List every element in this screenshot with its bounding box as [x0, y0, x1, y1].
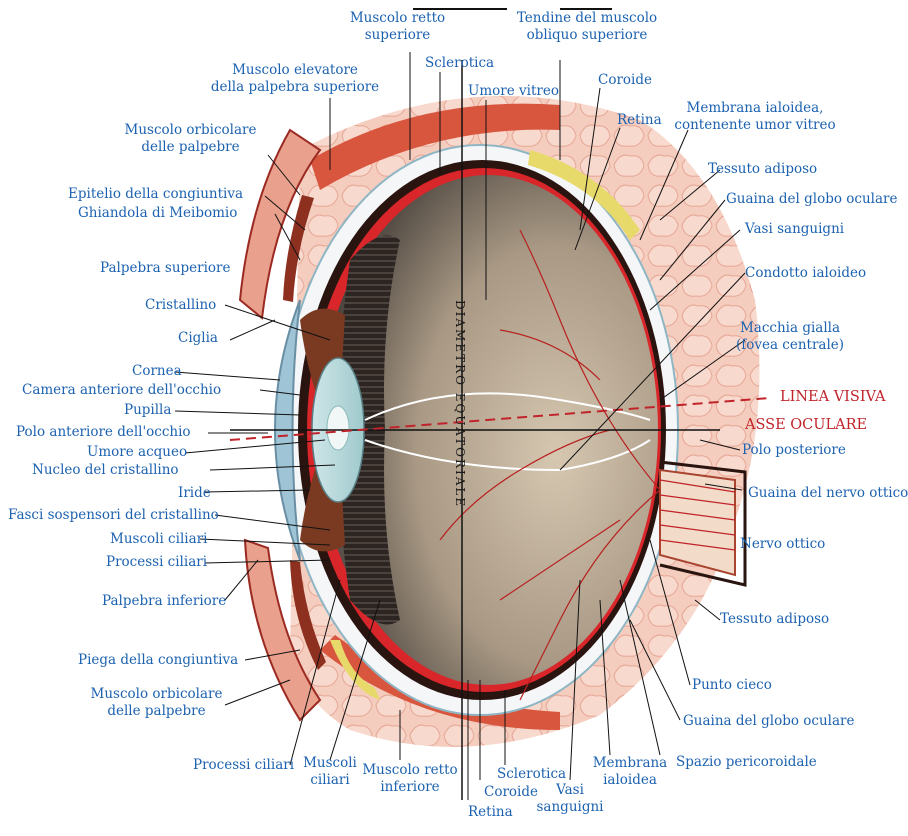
label-guaina-globo-bot: Guaina del globo oculare: [683, 713, 854, 730]
label-nucleo-cristallino: Nucleo del cristallino: [32, 462, 179, 479]
label-coroide-top: Coroide: [598, 72, 652, 89]
label-retina-bot: Retina: [468, 804, 513, 821]
label-muscoli-ciliari-left: Muscoli ciliari: [110, 531, 207, 548]
label-processi-ciliari-left: Processi ciliari: [106, 554, 207, 571]
label-linea-visiva: LINEA VISIVA: [780, 389, 886, 406]
label-orbicolare-bot: Muscolo orbicolare delle palpebre: [84, 686, 229, 720]
label-membrana-ialoidea-top: Membrana ialoidea, contenente umor vitre…: [670, 100, 840, 134]
label-punto-cieco: Punto cieco: [692, 677, 772, 694]
label-tessuto-adiposo-top: Tessuto adiposo: [708, 161, 817, 178]
label-umore-acqueo: Umore acqueo: [87, 444, 187, 461]
label-asse-oculare: ASSE OCULARE: [745, 417, 867, 434]
label-sclerotica-bot: Sclerotica: [497, 766, 566, 783]
label-meibomio: Ghiandola di Meibomio: [78, 205, 237, 222]
label-umore-vitreo: Umore vitreo: [468, 83, 559, 100]
label-polo-anteriore: Polo anteriore dell'occhio: [16, 424, 191, 441]
label-piega: Piega della congiuntiva: [78, 652, 238, 669]
label-pupilla: Pupilla: [124, 402, 171, 419]
label-tessuto-adiposo-bot: Tessuto adiposo: [720, 611, 829, 628]
label-iride: Iride: [178, 485, 211, 502]
label-polo-posteriore: Polo posteriore: [742, 442, 846, 459]
label-palpebra-inf: Palpebra inferiore: [102, 593, 226, 610]
label-membrana-ialoidea-bot: Membrana ialoidea: [585, 755, 675, 789]
label-retina-top: Retina: [617, 112, 662, 129]
label-sclerotica-top: Sclerotica: [425, 55, 494, 72]
label-fasci-sospensori: Fasci sospensori del cristallino: [8, 507, 219, 524]
label-elevatore: Muscolo elevatore della palpebra superio…: [200, 62, 390, 96]
label-cristallino: Cristallino: [145, 297, 216, 314]
lens-nucleus: [327, 406, 349, 450]
label-ciglia: Ciglia: [178, 330, 218, 347]
label-retto-inferiore: Muscolo retto inferiore: [355, 762, 465, 796]
label-epitelio: Epitelio della congiuntiva: [68, 186, 243, 203]
label-diametro-equatoriale: DIAMETRO EQUATORIALE: [453, 300, 467, 508]
label-vasi-top: Vasi sanguigni: [745, 221, 844, 238]
label-guaina-globo-top: Guaina del globo oculare: [726, 191, 897, 208]
label-retto-superiore: Muscolo retto superiore: [340, 10, 455, 44]
label-processi-ciliari-bot: Processi ciliari: [193, 757, 294, 774]
label-spazio-pericoroidale: Spazio pericoroidale: [676, 754, 817, 771]
label-nervo-ottico: Nervo ottico: [740, 536, 825, 553]
label-camera-anteriore: Camera anteriore dell'occhio: [22, 382, 221, 399]
label-orbicolare-top: Muscolo orbicolare delle palpebre: [118, 122, 263, 156]
label-cornea: Cornea: [132, 363, 182, 380]
label-muscoli-ciliari-bot: Muscoli ciliari: [300, 755, 360, 789]
label-palpebra-sup: Palpebra superiore: [100, 260, 231, 277]
label-guaina-nervo: Guaina del nervo ottico: [748, 485, 908, 502]
label-condotto: Condotto ialoideo: [745, 265, 866, 282]
label-tendine-obliquo: Tendine del muscolo obliquo superiore: [512, 10, 662, 44]
label-macchia-gialla: Macchia gialla (fovea centrale): [730, 320, 850, 354]
